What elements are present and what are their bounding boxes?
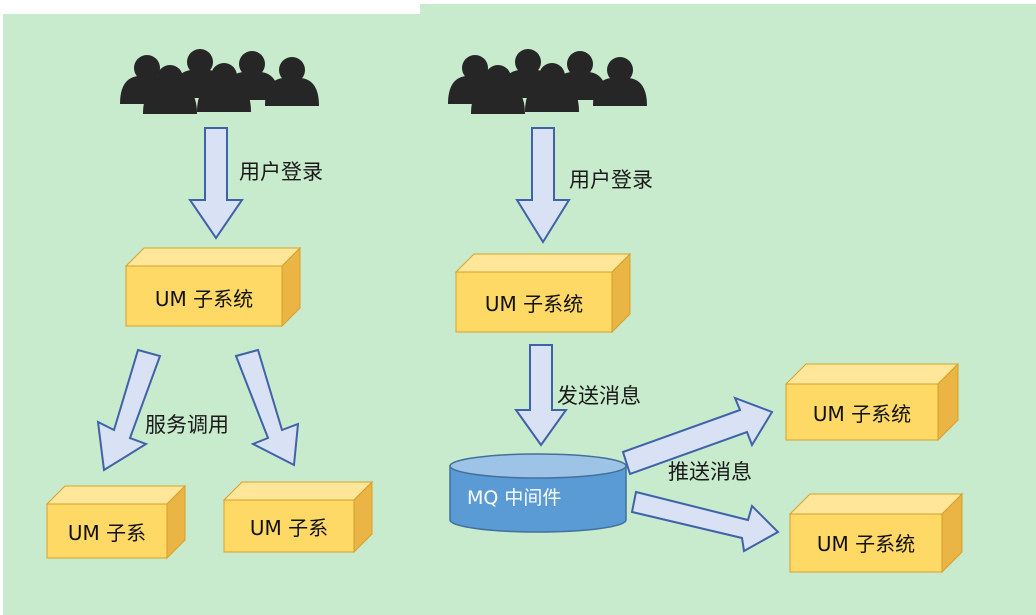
- push-arrow-up: [621, 396, 774, 476]
- left-um-system-label: UM 子系统: [154, 287, 254, 311]
- down-right-arrow: [234, 348, 300, 467]
- right-sub-system-a-label: UM 子系统: [812, 402, 912, 426]
- right-sub-system-b-label: UM 子系统: [816, 532, 916, 556]
- left-sub-system-b-box: [222, 480, 374, 554]
- mq-middleware-cylinder: [449, 453, 627, 533]
- right-sub-system-a-box: [784, 362, 960, 442]
- down-arrow: [514, 344, 568, 447]
- send-message-label: 发送消息: [557, 384, 641, 408]
- left-login-label: 用户登录: [239, 160, 323, 184]
- right-login-label: 用户登录: [569, 168, 653, 192]
- right-sub-system-b-box: [788, 492, 964, 574]
- down-left-arrow: [96, 348, 162, 472]
- mq-middleware-label: MQ 中间件: [467, 487, 562, 509]
- left-um-system-box: [124, 246, 302, 328]
- down-arrow: [515, 127, 571, 244]
- right-um-system-label: UM 子系统: [484, 292, 584, 316]
- right-um-system-box: [454, 252, 632, 334]
- push-message-label: 推送消息: [668, 460, 752, 484]
- left-sub-system-a-label: UM 子系: [67, 521, 147, 545]
- service-call-label: 服务调用: [145, 413, 229, 437]
- push-arrow-down: [630, 490, 780, 553]
- down-arrow: [188, 127, 244, 240]
- left-sub-system-b-label: UM 子系: [249, 516, 329, 540]
- left-sub-system-a-box: [45, 484, 187, 560]
